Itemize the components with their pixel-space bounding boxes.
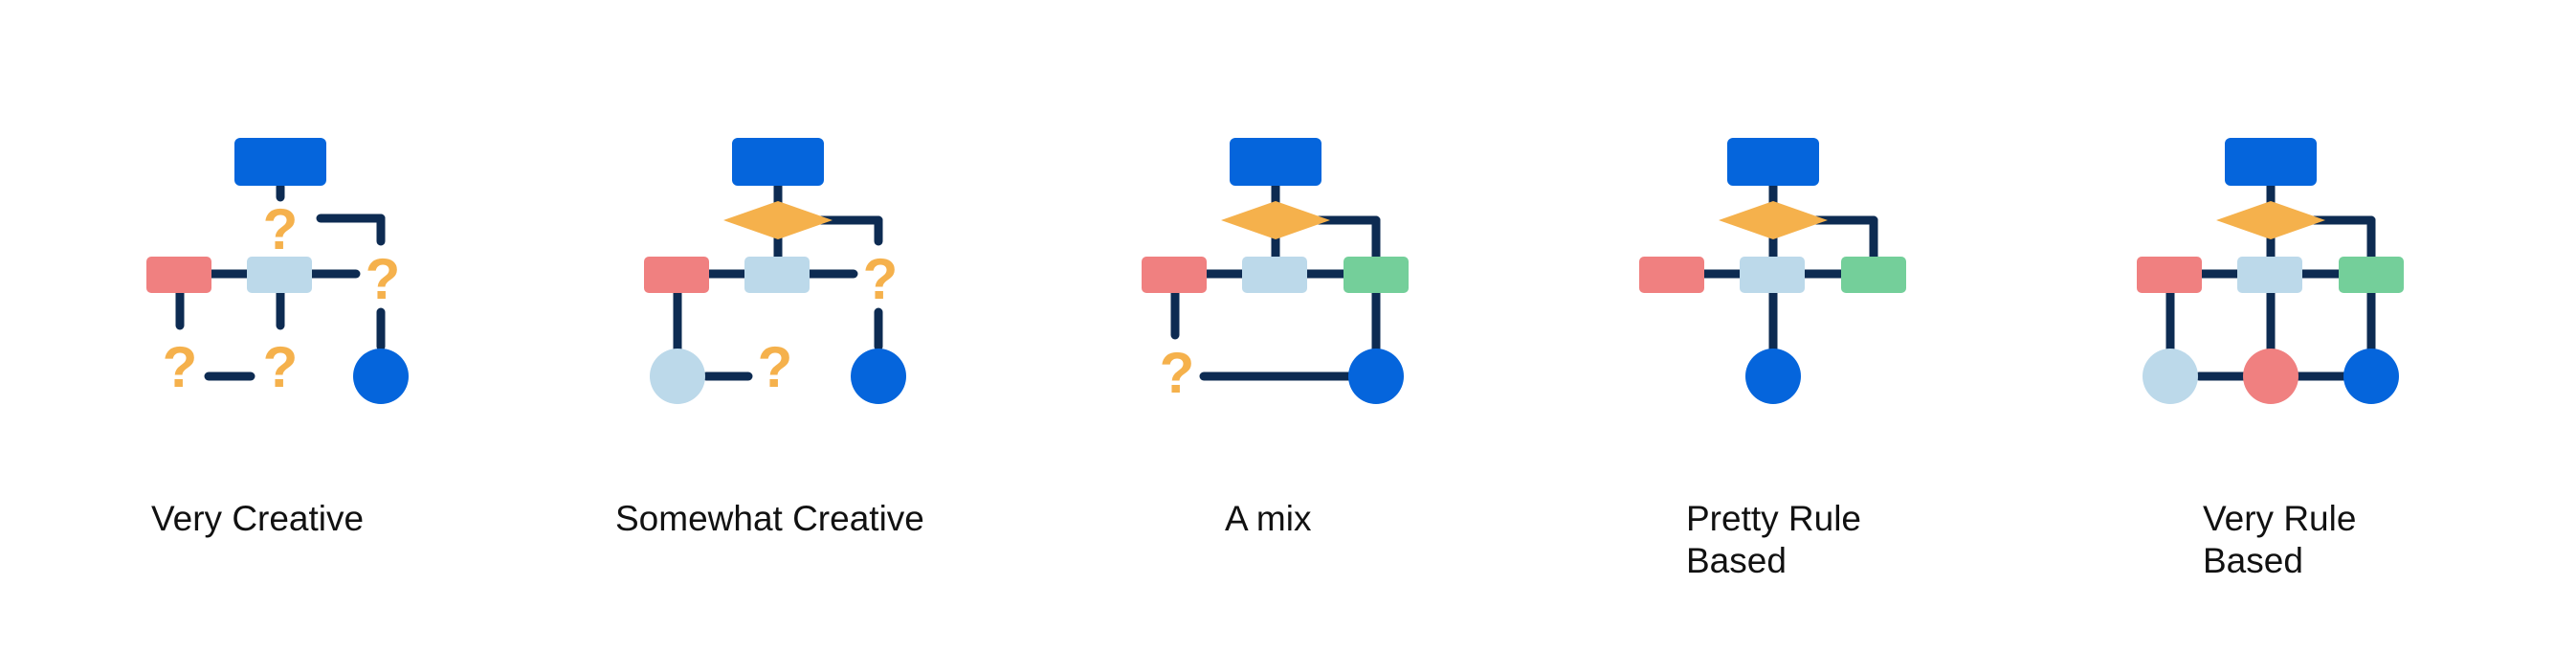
option-somewhat-creative: ? ? Somewhat Creative	[498, 0, 1012, 653]
question-mark-icon: ?	[1160, 341, 1195, 405]
question-mark-icon: ?	[863, 247, 899, 311]
flowchart-very-creative-icon: ? ? ? ?	[146, 138, 409, 404]
flowchart-somewhat-creative-icon: ? ?	[644, 138, 906, 404]
question-mark-icon: ?	[758, 335, 793, 399]
option-very-creative: ? ? ? ? Very Creative	[0, 0, 515, 653]
option-label: Pretty Rule Based	[1686, 499, 1862, 580]
flowchart-a-mix-icon: ?	[1142, 138, 1409, 405]
option-label: Very Rule Based	[2203, 499, 2357, 580]
question-mark-icon: ?	[163, 335, 198, 399]
question-mark-icon: ?	[366, 247, 401, 311]
question-mark-icon: ?	[263, 335, 299, 399]
option-very-rule-based: Very Rule Based	[1990, 0, 2505, 653]
option-pretty-rule-based: Pretty Rule Based	[1493, 0, 2008, 653]
flowchart-very-rule-based-icon	[2137, 138, 2404, 404]
option-a-mix: ? A mix	[995, 0, 1510, 653]
option-label: A mix	[1225, 499, 1312, 538]
option-label: Very Creative	[151, 499, 365, 538]
option-label: Somewhat Creative	[615, 499, 924, 538]
flowchart-pretty-rule-based-icon	[1639, 138, 1906, 404]
question-mark-icon: ?	[263, 197, 299, 261]
